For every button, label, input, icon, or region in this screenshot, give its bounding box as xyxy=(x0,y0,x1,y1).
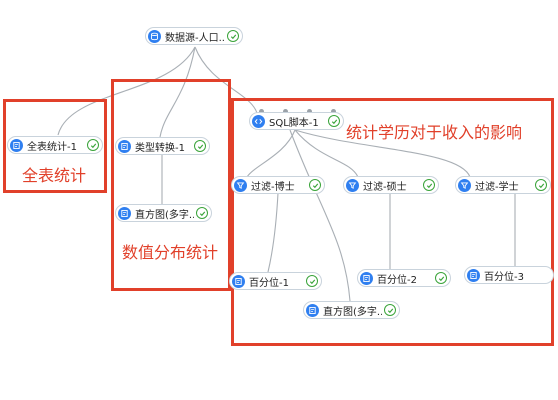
node-label: 数据源-人口... xyxy=(165,32,225,44)
node-label: 直方图(多字... xyxy=(135,209,194,221)
component-icon xyxy=(232,274,245,288)
port-sql-1[interactable] xyxy=(259,109,264,114)
node-full-stats[interactable]: 全表统计-1 xyxy=(7,136,103,154)
filter-icon xyxy=(458,178,471,192)
node-label: 直方图(多字... xyxy=(323,306,382,318)
node-label: 过滤-硕士 xyxy=(363,181,407,193)
edge-sql-to-filter-master xyxy=(294,129,359,178)
check-circle-icon xyxy=(194,140,206,152)
annotation-numeric-dist: 数值分布统计 xyxy=(122,243,219,262)
node-label: 百分位-3 xyxy=(484,271,524,283)
port-sql-4[interactable] xyxy=(331,109,336,114)
node-label: 百分位-2 xyxy=(377,274,417,286)
node-label: 类型转换-1 xyxy=(135,142,185,154)
component-icon xyxy=(10,138,23,152)
highlight-box-edu-income xyxy=(231,98,554,346)
component-icon xyxy=(467,268,480,282)
check-circle-icon xyxy=(384,304,396,316)
edge-phd-to-percentile1 xyxy=(267,192,279,273)
port-sql-2[interactable] xyxy=(283,109,288,114)
check-circle-icon xyxy=(306,275,318,287)
filter-icon xyxy=(346,178,359,192)
edge-sql-to-histogram-b xyxy=(289,129,351,302)
check-circle-icon xyxy=(328,115,340,127)
node-label: 全表统计-1 xyxy=(27,141,77,153)
node-label: SQL脚本-1 xyxy=(269,117,319,129)
component-icon xyxy=(360,271,373,285)
edge-source-to-full-stats xyxy=(57,46,196,136)
code-icon xyxy=(252,114,265,128)
port-sql-3[interactable] xyxy=(307,109,312,114)
node-filter-master[interactable]: 过滤-硕士 xyxy=(343,176,439,194)
node-filter-phd[interactable]: 过滤-博士 xyxy=(231,176,325,194)
edge-sql-to-filter-bachelor xyxy=(294,129,471,178)
highlight-box-full-stats xyxy=(3,99,107,193)
check-circle-icon xyxy=(423,179,435,191)
component-icon xyxy=(118,206,131,220)
check-circle-icon xyxy=(196,207,208,219)
check-circle-icon xyxy=(227,30,239,42)
node-type-convert[interactable]: 类型转换-1 xyxy=(115,137,210,155)
annotation-edu-income: 统计学历对于收入的影响 xyxy=(346,123,523,142)
node-histogram-a[interactable]: 直方图(多字... xyxy=(115,204,212,222)
node-percentile-1[interactable]: 百分位-1 xyxy=(229,272,322,290)
node-sql[interactable]: SQL脚本-1 xyxy=(249,112,344,130)
node-percentile-3[interactable]: 百分位-3 xyxy=(464,266,554,284)
component-icon xyxy=(118,139,131,153)
check-circle-icon xyxy=(435,272,447,284)
filter-icon xyxy=(234,178,247,192)
edge-source-to-type-convert xyxy=(159,46,196,138)
node-histogram-b[interactable]: 直方图(多字... xyxy=(303,301,400,319)
node-filter-bachelor[interactable]: 过滤-学士 xyxy=(455,176,551,194)
node-label: 过滤-博士 xyxy=(251,181,295,193)
edge-sql-to-filter-phd xyxy=(246,129,296,178)
component-icon xyxy=(306,303,319,317)
check-circle-icon xyxy=(87,139,99,151)
node-percentile-2[interactable]: 百分位-2 xyxy=(357,269,451,287)
check-circle-icon xyxy=(535,179,547,191)
node-datasource[interactable]: 数据源-人口... xyxy=(145,27,243,45)
check-circle-icon xyxy=(309,179,321,191)
annotation-full-stats: 全表统计 xyxy=(22,166,87,185)
database-icon xyxy=(148,29,161,43)
highlight-box-numeric-dist xyxy=(111,79,231,291)
node-label: 过滤-学士 xyxy=(475,181,519,193)
node-label: 百分位-1 xyxy=(249,277,289,289)
